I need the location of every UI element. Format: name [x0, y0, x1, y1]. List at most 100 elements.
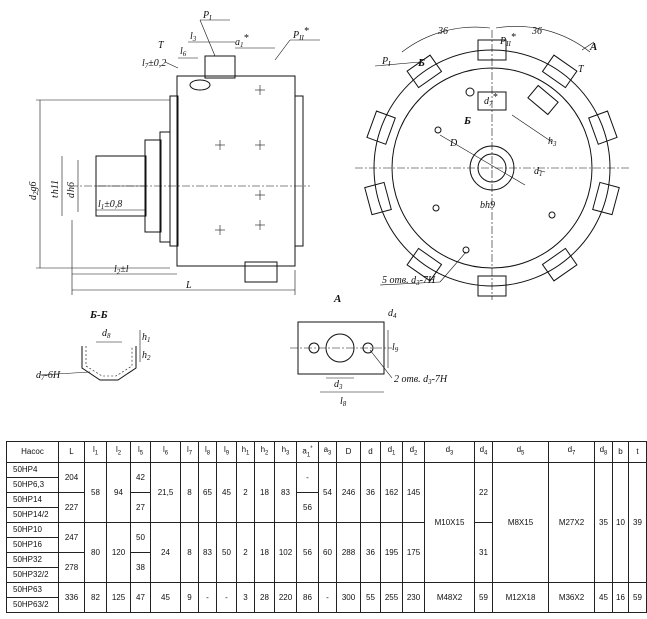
cell-l7: 9: [180, 582, 199, 613]
cell-d7: M36X2: [548, 582, 595, 613]
cell-l8: -: [198, 582, 217, 613]
cell-t: 39: [628, 462, 647, 583]
svg-text:Б-Б: Б-Б: [89, 309, 108, 321]
svg-text:a1*: a1*: [235, 33, 249, 49]
svg-text:d7*: d7*: [484, 92, 498, 108]
cell-d4: 31: [474, 522, 493, 583]
table-row: 50НР32 278 38: [6, 552, 647, 583]
table-row: 50НР63/2: [6, 597, 647, 613]
cell-l9: 50: [216, 522, 237, 583]
cell-d3: M48X2: [424, 582, 475, 613]
cell-d2: 145: [402, 462, 425, 523]
cell-d4: 22: [474, 462, 493, 523]
column-header: D: [336, 441, 361, 463]
model-cell: 50НР14/2: [6, 507, 59, 523]
svg-text:h1: h1: [142, 332, 151, 344]
cell-d7: M27X2: [548, 462, 595, 583]
cell-D: 300: [336, 582, 361, 613]
cell-d8: 45: [594, 582, 613, 613]
cell-d: 36: [360, 522, 381, 583]
cell-h2: 18: [254, 462, 275, 523]
column-header: l9: [216, 441, 237, 463]
cell-l2: 94: [106, 462, 131, 523]
svg-text:Б: Б: [417, 57, 425, 69]
column-header: d3: [424, 441, 475, 463]
cell-b: 10: [612, 462, 629, 583]
column-header: h3: [274, 441, 297, 463]
column-header: h1: [236, 441, 255, 463]
model-cell: 50НР16: [6, 537, 59, 553]
front-view: 36 36 PII* A PI Б T d7* Б D h3 d1 bh9 5 …: [355, 26, 630, 300]
cell-d2: 230: [402, 582, 425, 613]
model-cell: 50НР6,3: [6, 477, 59, 493]
svg-text:l9: l9: [392, 342, 399, 354]
model-cell: 50НР10: [6, 522, 59, 538]
cell-t: 59: [628, 582, 647, 613]
svg-text:d7-6H: d7-6H: [36, 370, 61, 382]
cell-l6: 21,5: [150, 462, 181, 523]
model-cell: 50НР32/2: [6, 567, 59, 583]
cell-h3: 220: [274, 582, 297, 613]
cell-l2: 125: [106, 582, 131, 613]
svg-text:PII*: PII*: [292, 26, 309, 42]
cell-l5: 47: [130, 582, 151, 613]
svg-text:L: L: [185, 280, 192, 291]
cell-l5: 27: [130, 492, 151, 523]
view-a: A d4 l9 d3 2 отв. d3-7H l8: [290, 293, 448, 408]
cell-h3: 83: [274, 462, 297, 523]
model-cell: 50НР32: [6, 552, 59, 568]
column-header: d2: [402, 441, 425, 463]
cell-h1: 2: [236, 522, 255, 583]
cell-l9: -: [216, 582, 237, 613]
table-row: 50НР14 227 27 56: [6, 492, 647, 523]
column-header: d5: [492, 441, 549, 463]
cell-L: 336: [58, 582, 85, 613]
column-header: h2: [254, 441, 275, 463]
svg-text:bh9: bh9: [480, 200, 495, 211]
svg-text:d2g6: d2g6: [28, 182, 40, 201]
table-row: 50НР10 247 80 120 50 24 8 83 50 2 18 102…: [6, 522, 647, 583]
svg-text:d3: d3: [334, 379, 343, 391]
svg-text:PI: PI: [381, 56, 391, 68]
cell-L: 247: [58, 522, 85, 553]
column-header: d4: [474, 441, 493, 463]
svg-text:D: D: [449, 138, 458, 149]
cell-D: 246: [336, 462, 361, 523]
cell-d5: M12X18: [492, 582, 549, 613]
section-bb: Б-Б d8 h1 h2 d7-6H: [36, 309, 151, 382]
cell-d2: 175: [402, 522, 425, 583]
cell-a1: 86: [296, 582, 319, 613]
cell-a1: -: [296, 462, 319, 493]
cell-d1: 255: [380, 582, 403, 613]
column-header: l7: [180, 441, 199, 463]
column-header: L: [58, 441, 85, 463]
cell-l1: 58: [84, 462, 107, 523]
svg-text:l3: l3: [190, 31, 197, 43]
cell-L: 227: [58, 492, 85, 523]
table-row: 50НР14/2: [6, 507, 647, 523]
column-header: l5: [130, 441, 151, 463]
svg-text:d4: d4: [388, 308, 397, 320]
model-cell: 50НР63/2: [6, 597, 59, 613]
cell-l1: 80: [84, 522, 107, 583]
column-header: t: [628, 441, 647, 463]
cell-l8: 65: [198, 462, 217, 523]
cell-d1: 162: [380, 462, 403, 523]
column-header: b: [612, 441, 629, 463]
cell-b: 16: [612, 582, 629, 613]
cell-a3: 54: [318, 462, 337, 523]
cell-d4: 59: [474, 582, 493, 613]
cell-d3: M10X15: [424, 462, 475, 583]
cell-l9: 45: [216, 462, 237, 523]
column-header: d8: [594, 441, 613, 463]
cell-d: 36: [360, 462, 381, 523]
column-header: l2: [106, 441, 131, 463]
column-header: a3: [318, 441, 337, 463]
svg-text:l7±0,2: l7±0,2: [142, 58, 166, 70]
cell-l5: 50: [130, 522, 151, 553]
svg-text:l2±l: l2±l: [114, 264, 129, 276]
cell-l7: 8: [180, 522, 199, 583]
column-header: l6: [150, 441, 181, 463]
cell-h2: 18: [254, 522, 275, 583]
cell-a3: -: [318, 582, 337, 613]
